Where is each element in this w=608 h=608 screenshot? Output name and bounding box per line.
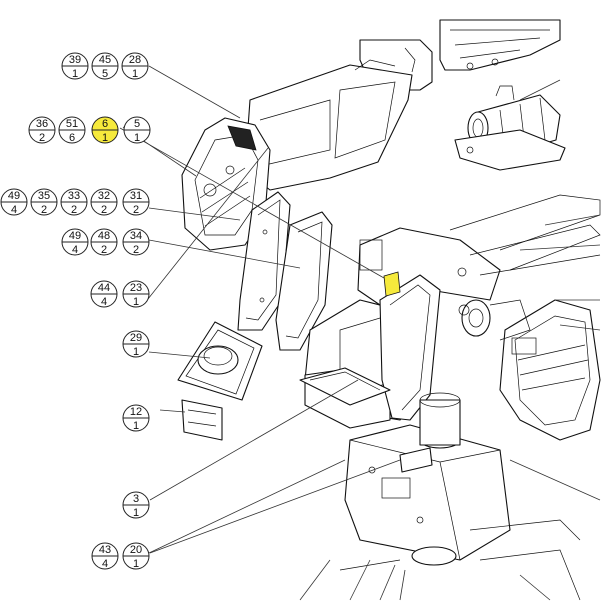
callout-quantity: 1	[133, 507, 139, 519]
callout-quantity: 1	[102, 132, 108, 144]
callout-c1[interactable]: 39 1	[61, 52, 89, 80]
callout-quantity: 4	[72, 244, 78, 256]
callout-quantity: 2	[133, 244, 139, 256]
callout-quantity: 4	[102, 558, 108, 570]
callout-c3[interactable]: 28 1	[121, 52, 149, 80]
callout-quantity: 5	[102, 68, 108, 80]
callout-c14[interactable]: 48 2	[90, 228, 118, 256]
base-plate	[299, 367, 391, 406]
callout-top-number: 29	[130, 332, 142, 344]
pedestal-base	[339, 392, 581, 601]
callout-top-number: 6	[102, 118, 108, 130]
callout-top-number: 3	[133, 493, 139, 505]
callout-c11[interactable]: 32 2	[90, 188, 118, 216]
callout-c9[interactable]: 35 2	[30, 188, 58, 216]
top-frame	[359, 19, 561, 91]
callout-c7[interactable]: 5 1	[123, 116, 151, 144]
callout-c12[interactable]: 31 2	[122, 188, 150, 216]
callout-c4[interactable]: 36 2	[28, 116, 56, 144]
callout-c21[interactable]: 43 4	[91, 542, 119, 570]
callout-top-number: 32	[98, 190, 110, 202]
callout-top-number: 5	[134, 118, 140, 130]
callout-top-number: 49	[69, 230, 81, 242]
callout-quantity: 1	[134, 132, 140, 144]
callout-c8[interactable]: 49 4	[0, 188, 28, 216]
right-assembly	[458, 299, 601, 441]
callout-c10[interactable]: 33 2	[60, 188, 88, 216]
callout-c17[interactable]: 23 1	[122, 280, 150, 308]
callout-top-number: 51	[66, 118, 78, 130]
arm-front-face	[181, 117, 271, 251]
callout-quantity: 1	[72, 68, 78, 80]
callout-top-number: 43	[99, 544, 111, 556]
callout-top-number: 33	[68, 190, 80, 202]
callout-top-number: 28	[129, 54, 141, 66]
callout-top-number: 31	[130, 190, 142, 202]
callout-quantity: 6	[69, 132, 75, 144]
callout-top-number: 34	[130, 230, 142, 242]
callout-quantity: 2	[101, 244, 107, 256]
callout-quantity: 4	[11, 204, 17, 216]
callout-c2[interactable]: 45 5	[91, 52, 119, 80]
callout-quantity: 1	[133, 296, 139, 308]
callout-top-number: 36	[36, 118, 48, 130]
callout-quantity: 2	[101, 204, 107, 216]
callout-quantity: 1	[133, 558, 139, 570]
callouts: 39 1 45 5 28 1 36 2 51 6 6 1	[0, 52, 151, 570]
callout-c15[interactable]: 34 2	[122, 228, 150, 256]
callout-quantity: 1	[133, 346, 139, 358]
joystick-plate	[177, 321, 263, 441]
callout-c20[interactable]: 3 1	[122, 491, 150, 519]
callout-top-number: 45	[99, 54, 111, 66]
callout-top-number: 39	[69, 54, 81, 66]
callout-top-number: 20	[130, 544, 142, 556]
callout-top-number: 23	[130, 282, 142, 294]
callout-quantity: 2	[39, 132, 45, 144]
callout-top-number: 35	[38, 190, 50, 202]
callout-top-number: 12	[130, 406, 142, 418]
callout-c13[interactable]: 49 4	[61, 228, 89, 256]
callout-c22[interactable]: 20 1	[122, 542, 150, 570]
callout-quantity: 2	[71, 204, 77, 216]
callout-c19[interactable]: 12 1	[122, 404, 150, 432]
callout-quantity: 2	[133, 204, 139, 216]
callout-c18[interactable]: 29 1	[122, 330, 150, 358]
callout-c6[interactable]: 6 1	[91, 116, 119, 144]
callout-c16[interactable]: 44 4	[90, 280, 118, 308]
callout-quantity: 1	[133, 420, 139, 432]
callout-c5[interactable]: 51 6	[58, 116, 86, 144]
machine-drawing	[177, 19, 601, 601]
highlighted-part	[383, 271, 401, 297]
leader-lines	[119, 65, 601, 601]
callout-top-number: 49	[8, 190, 20, 202]
callout-quantity: 2	[41, 204, 47, 216]
upper-arm-housing	[244, 59, 413, 191]
callout-quantity: 1	[132, 68, 138, 80]
callout-top-number: 44	[98, 282, 110, 294]
lower-arm-yoke	[357, 194, 601, 421]
side-cover-panel-right	[275, 211, 333, 351]
motor-assembly	[454, 85, 566, 171]
callout-top-number: 48	[98, 230, 110, 242]
callout-quantity: 4	[101, 296, 107, 308]
